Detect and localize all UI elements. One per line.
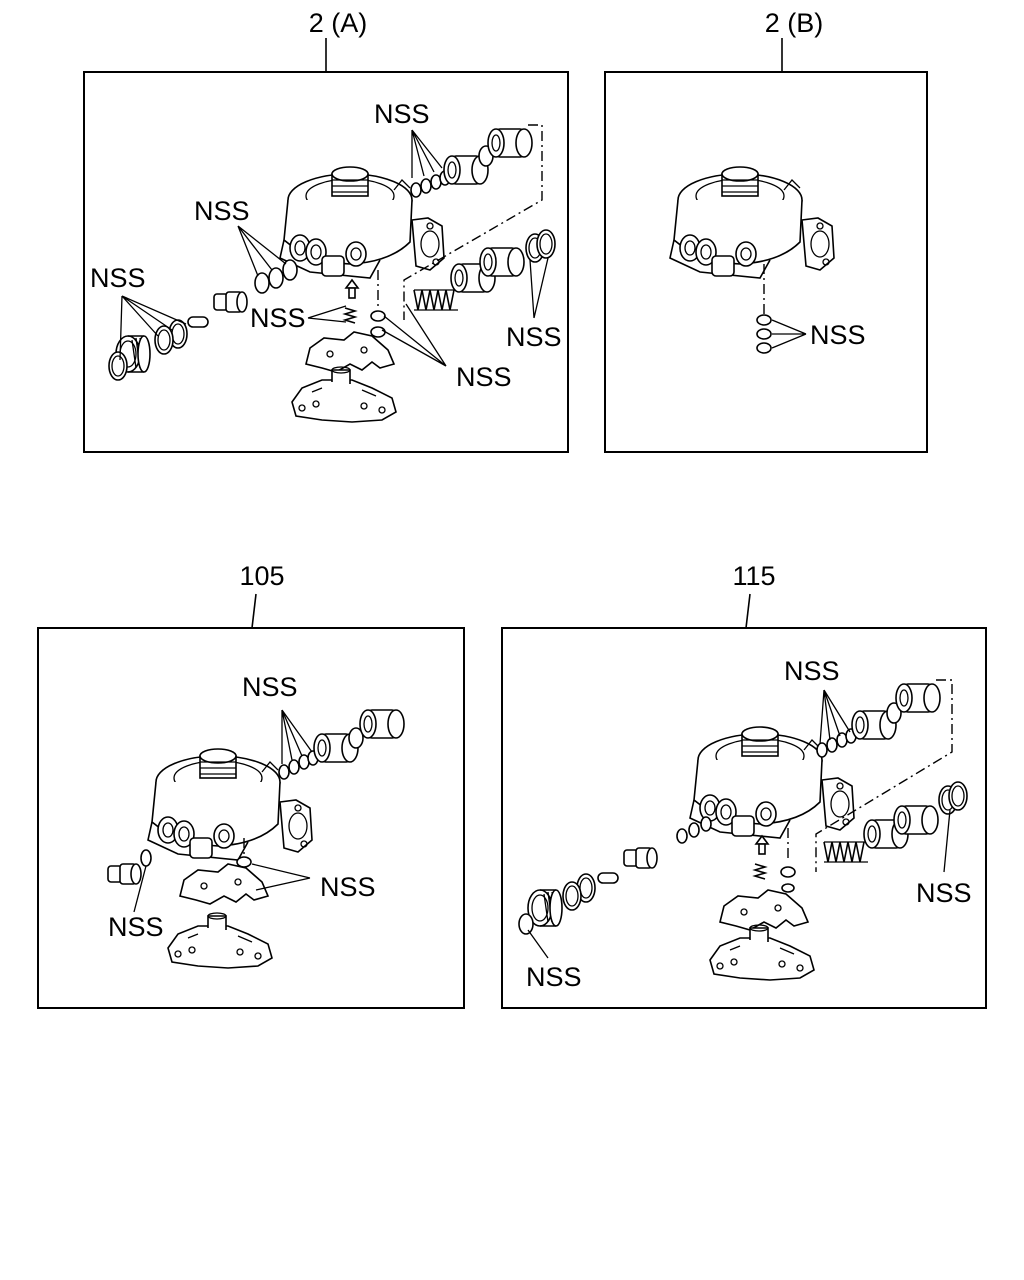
panel-115-leader — [745, 593, 751, 629]
nss-label: NSS — [374, 99, 430, 129]
nss-label: NSS — [456, 362, 512, 392]
panel-105-title: 105 — [239, 561, 284, 591]
panel-105-frame — [37, 627, 465, 1009]
nss-label: NSS — [194, 196, 250, 226]
panel-2b-title: 2 (B) — [765, 8, 824, 38]
panel-105: 105 NSS NSS NSS — [37, 561, 465, 1009]
nss-label: NSS — [506, 322, 562, 352]
panel-105-leader — [251, 593, 257, 629]
panel-2a-frame — [83, 71, 569, 453]
nss-label: NSS — [242, 672, 298, 702]
nss-label: NSS — [108, 912, 164, 942]
panel-2b-frame — [604, 71, 928, 453]
nss-label: NSS — [916, 878, 972, 908]
panel-2a-parts — [108, 124, 556, 423]
panel-115-parts — [518, 679, 968, 981]
nss-label: NSS — [784, 656, 840, 686]
nss-label: NSS — [320, 872, 376, 902]
nss-label: NSS — [90, 263, 146, 293]
panel-115-frame — [501, 627, 987, 1009]
nss-label: NSS — [250, 303, 306, 333]
panel-115: 115 — [501, 561, 987, 1009]
panel-105-parts — [107, 709, 405, 969]
panel-2b-parts — [669, 166, 835, 354]
nss-label: NSS — [526, 962, 582, 992]
panel-2b: 2 (B) NSS — [604, 8, 928, 453]
panel-2a: 2 (A) — [83, 8, 569, 453]
panel-115-title: 115 — [732, 561, 775, 591]
nss-label: NSS — [810, 320, 866, 350]
panel-2a-title: 2 (A) — [309, 8, 368, 38]
